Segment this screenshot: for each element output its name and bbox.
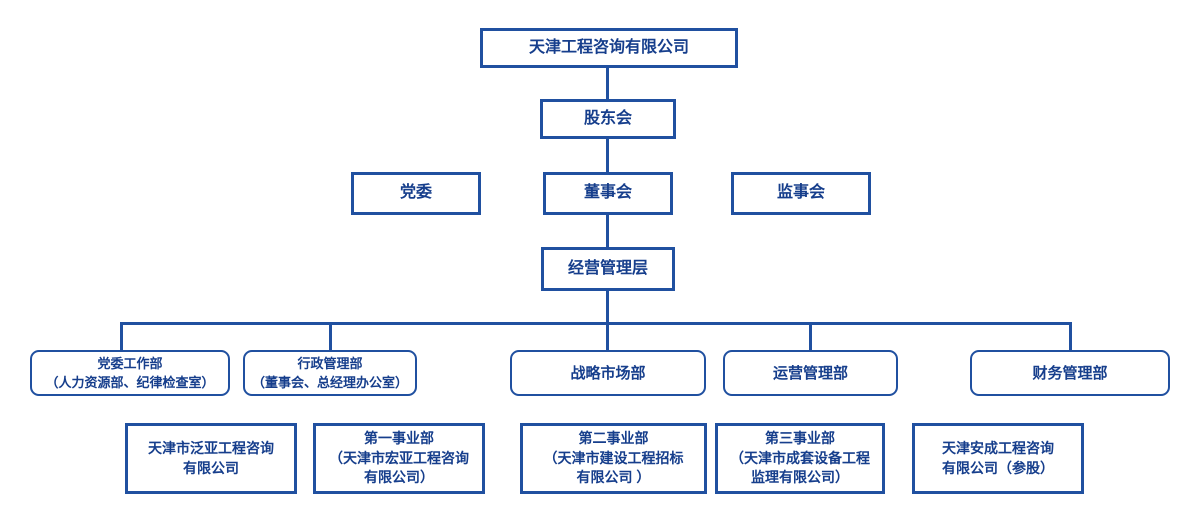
org-node-sub-third-division: 第三事业部 （天津市成套设备工程 监理有限公司） [715,423,885,494]
org-node-dept-admin: 行政管理部 （董事会、总经理办公室） [243,350,417,396]
connector-bus-dept-finance [1069,322,1072,350]
connector-bus-dept-operations [809,322,812,350]
org-node-dept-operations: 运营管理部 [723,350,898,396]
org-node-sub-second-division: 第二事业部 （天津市建设工程招标 有限公司 ） [520,423,707,494]
org-node-party-committee: 党委 [351,172,481,215]
org-node-label: 财务管理部 [1032,364,1108,382]
org-node-label: 股东会 [583,109,632,127]
org-node-label: 运营管理部 [772,364,848,382]
org-node-label: 天津工程咨询有限公司 [528,38,689,56]
org-node-management: 经营管理层 [541,247,675,291]
org-node-label: 第三事业部 [765,430,835,447]
org-node-label: 党委工作部 [97,355,163,371]
org-node-supervisory-board: 监事会 [731,172,871,215]
org-node-dept-strategy-market: 战略市场部 [510,350,706,396]
org-node-label: 经营管理层 [567,259,648,277]
org-node-label: 行政管理部 [297,355,363,371]
org-node-sub-first-division: 第一事业部 （天津市宏亚工程咨询 有限公司） [313,423,485,494]
org-node-dept-finance: 财务管理部 [970,350,1170,396]
org-node-sub-ancheng: 天津安成工程咨询 有限公司（参股） [912,423,1084,494]
org-node-label: 第二事业部 [578,430,649,447]
org-node-label: 天津安成工程咨询 [942,439,1054,456]
org-node-sublabel: 有限公司） [364,469,434,486]
connector-bus-dept-party-work [120,322,123,350]
org-node-sublabel: （天津市成套设备工程 [730,449,870,466]
org-node-label: 监事会 [776,184,825,202]
org-node-label: 天津市泛亚工程咨询 [148,439,274,456]
connector-management-bus [606,291,609,350]
org-node-label: 党委 [399,184,432,202]
connector-bus-dept-admin [329,322,332,350]
org-node-sublabel: 有限公司 ） [576,469,651,486]
org-node-sublabel: 监理有限公司） [751,469,849,486]
org-node-sub-fanya: 天津市泛亚工程咨询 有限公司 [125,423,297,494]
connector-bus [120,322,1072,325]
org-node-board: 董事会 [543,172,673,215]
org-node-sublabel: （天津市建设工程招标 [543,449,684,466]
org-node-label: 董事会 [583,184,632,202]
org-node-root: 天津工程咨询有限公司 [480,28,738,68]
org-node-shareholders: 股东会 [540,99,676,139]
org-node-label: 第一事业部 [364,430,434,447]
org-node-sublabel: （天津市宏亚工程咨询 [329,449,469,466]
org-node-sublabel: （人力资源部、纪律检查室） [45,375,215,390]
org-node-sublabel: 有限公司（参股） [942,459,1054,476]
org-node-dept-party-work: 党委工作部 （人力资源部、纪律检查室） [30,350,230,396]
connector-shareholders-board [606,139,609,172]
org-node-sublabel: 有限公司 [183,459,239,476]
org-node-label: 战略市场部 [570,364,646,382]
connector-board-management [606,215,609,247]
connector-root-shareholders [606,68,609,99]
org-node-sublabel: （董事会、总经理办公室） [251,375,408,390]
